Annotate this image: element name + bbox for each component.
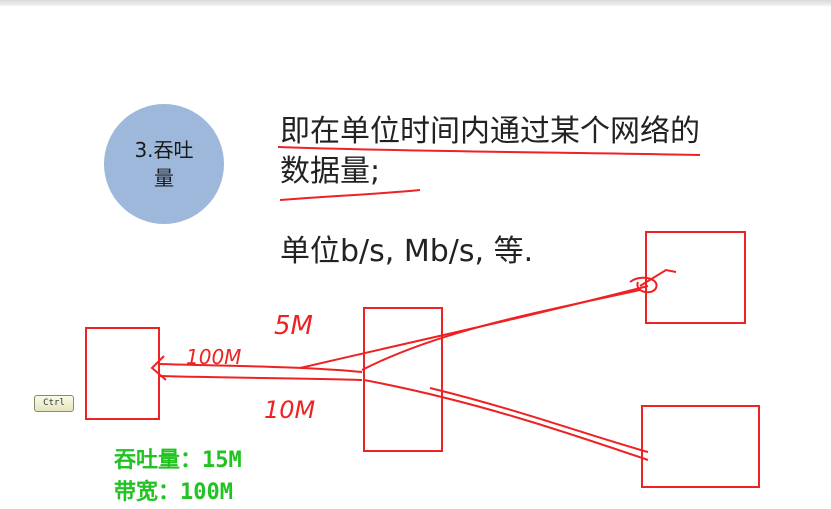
underline-line2 <box>279 189 421 201</box>
link-router-top-tail <box>639 268 677 287</box>
underline-line1 <box>277 146 701 156</box>
definition-text: 即在单位时间内通过某个网络的 数据量; <box>280 112 760 192</box>
link-left-upper <box>159 363 363 373</box>
host-box-top-right <box>645 231 746 324</box>
router-box-middle <box>363 307 443 452</box>
ctrl-key-indicator: Ctrl <box>34 395 74 412</box>
bandwidth-note: 带宽：100M <box>114 480 233 505</box>
link-router-bottom-b <box>429 387 649 453</box>
arrow-head-left <box>150 355 167 381</box>
throughput-note: 吞吐量：15M <box>114 448 242 473</box>
link-router-top-b <box>299 285 649 369</box>
label-10m: 10M <box>264 396 316 424</box>
link-left-lower <box>159 375 363 381</box>
topic-circle: 3.吞吐 量 <box>104 104 224 224</box>
link-router-top-a <box>361 289 641 371</box>
host-box-bottom-right <box>641 405 760 488</box>
definition-line2: 数据量; <box>280 154 381 189</box>
topic-circle-line1: 3.吞吐 <box>134 138 194 162</box>
definition-line1: 即在单位时间内通过某个网络的 <box>280 114 700 149</box>
label-100m: 100M <box>186 345 241 369</box>
link-router-bottom-a <box>363 379 649 461</box>
topic-circle-line2: 量 <box>154 166 174 190</box>
unit-text: 单位b/s, Mb/s, 等. <box>280 234 534 269</box>
scribble-knot <box>629 276 658 294</box>
top-edge <box>0 0 831 6</box>
label-5m: 5M <box>274 311 313 341</box>
host-box-left <box>85 327 160 420</box>
